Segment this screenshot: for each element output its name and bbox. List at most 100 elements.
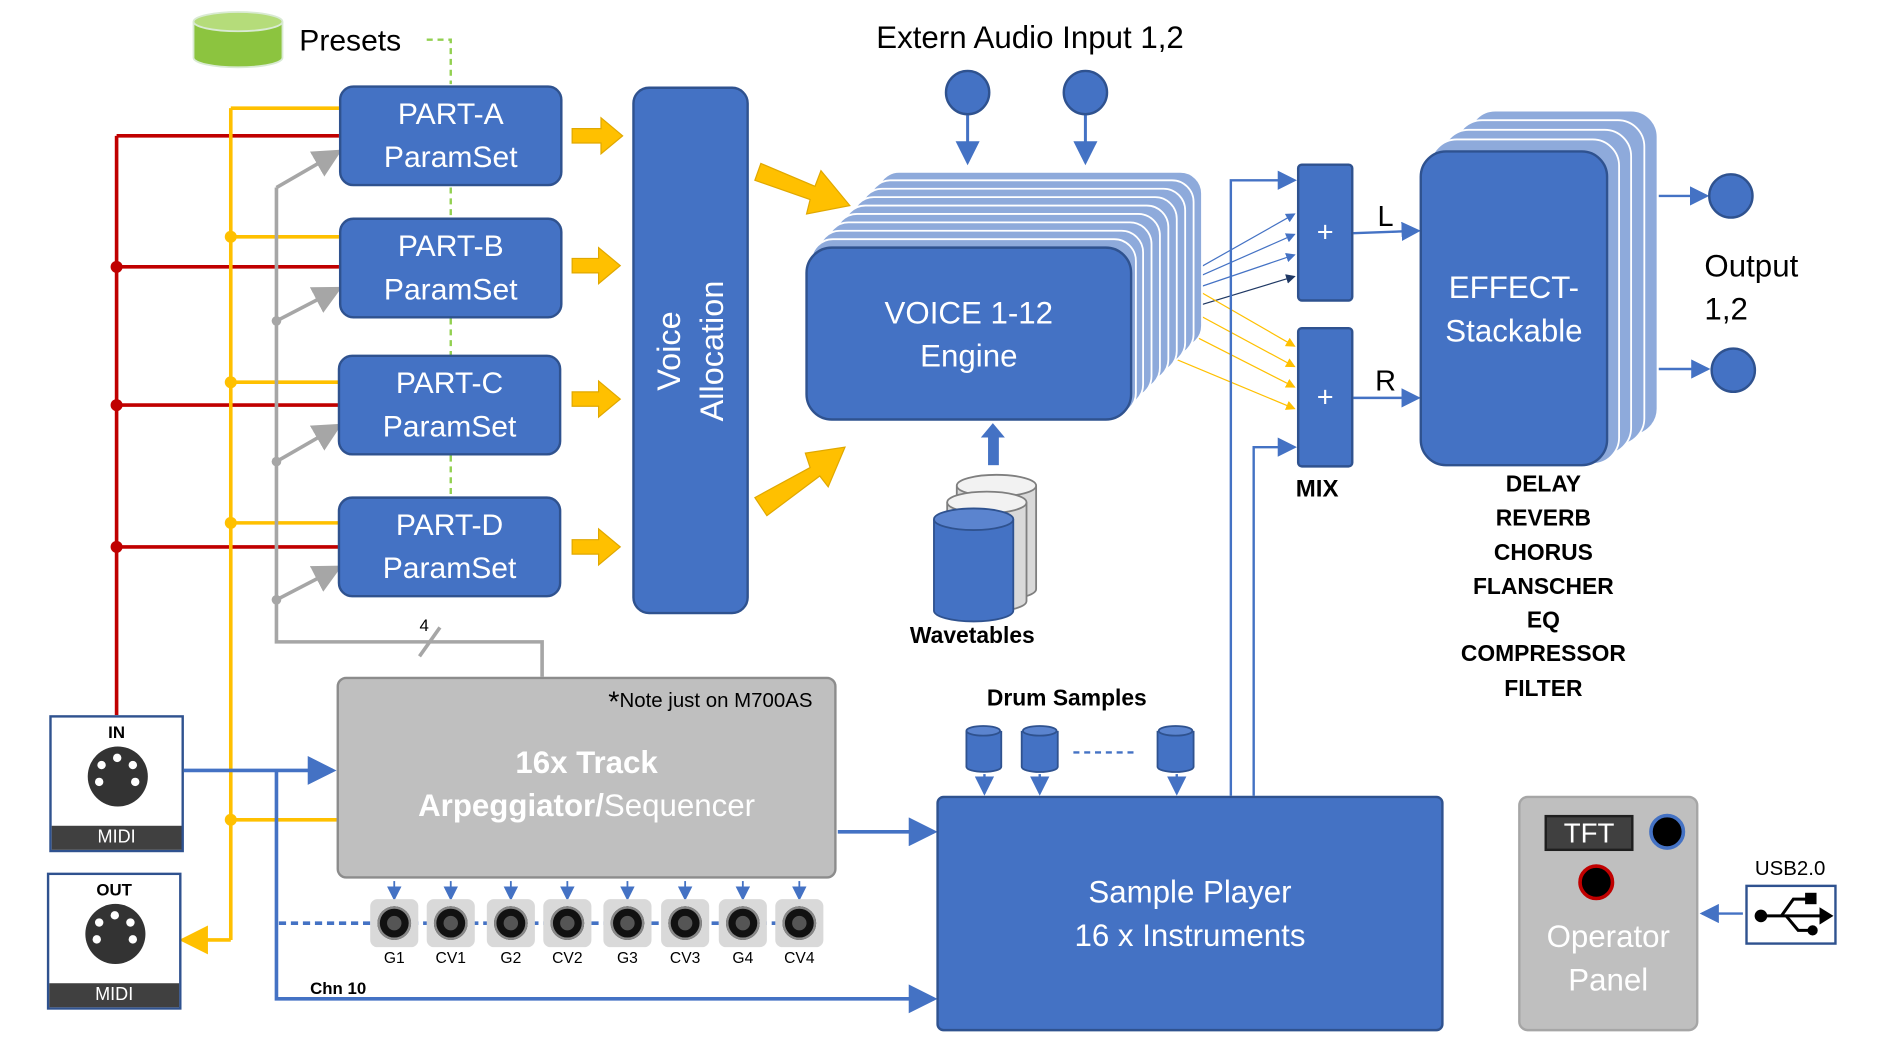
effects-list: DELAY REVERB CHORUS FLANSCHER EQ COMPRES… [1447,469,1639,707]
effect-flanscher: FLANSCHER [1472,574,1614,600]
jack-g1[interactable] [370,899,419,948]
output-2-port[interactable] [1710,347,1757,394]
chn10-label: Chn 10 [310,978,367,998]
part-b-paramset[interactable]: PART-B ParamSet [338,217,563,319]
jack-cv4[interactable] [775,899,824,948]
wavetables-label: Wavetables [909,623,1035,650]
left-channel-label: L [1377,200,1394,234]
jack-cv2[interactable] [543,899,592,948]
jack-cv1[interactable] [426,899,475,948]
arp-feedback-bus [274,149,544,677]
wavetable-arrow [980,423,1005,466]
output-label-line1: Output [1704,247,1799,284]
effect-chorus: CHORUS [1493,540,1593,566]
voice-engine-title: VOICE 1-12 [884,293,1054,330]
extern-input-label: Extern Audio Input 1,2 [876,19,1184,56]
bus-width-label: 4 [419,615,429,635]
mix-label: MIX [1295,475,1339,503]
din-connector-icon [87,746,148,807]
jack-g1-label: G1 [383,948,405,967]
jack-cv3-label: CV3 [669,948,701,967]
midi-in-port[interactable]: IN MIDI [49,715,184,853]
midi-to-sequencer-lines [183,756,938,1014]
midi-in-label: IN [108,722,126,742]
effect-eq: EQ [1526,608,1560,634]
usb-label: USB2.0 [1754,857,1826,880]
midi-out-bus [179,106,339,955]
extern-input-2-port[interactable] [1062,69,1109,116]
sample-player[interactable]: Sample Player 16 x Instruments [936,795,1444,1032]
drum-sample-icons [965,725,1195,773]
voice-allocation[interactable]: Voice Allocation [632,86,749,615]
output-label: Output 1,2 [1704,244,1798,331]
arpeggiator-title: 16x Track [515,744,658,781]
operator-panel-line1: Operator [1546,918,1670,955]
arpeggiator-sequencer[interactable]: *Note just on M700AS 16x Track Arpeggiat… [336,676,837,879]
part-c-subtitle: ParamSet [382,409,517,444]
voice-engine-subtitle: Engine [920,337,1018,374]
arpeggiator-note-star: * [608,686,620,719]
jack-g3-label: G3 [617,948,638,967]
effect-block[interactable]: EFFECT- Stackable [1419,150,1609,467]
mix-to-effect-lines [1353,186,1711,408]
part-c-paramset[interactable]: PART-C ParamSet [337,354,562,456]
part-a-paramset[interactable]: PART-A ParamSet [338,85,563,187]
drum-samples-label: Drum Samples [986,686,1147,712]
presets-icon [192,11,284,69]
blue-knob-icon[interactable] [1649,813,1686,850]
part-a-title: PART-A [397,97,504,132]
mix-left-plus: + [1316,215,1334,249]
extern-input-arrows [955,114,1098,166]
effect-filter: FILTER [1504,676,1583,702]
part-b-subtitle: ParamSet [383,272,518,307]
jack-g2[interactable] [486,899,535,948]
effect-compressor: COMPRESSOR [1460,642,1626,668]
part-to-allocation-arrows [571,116,851,567]
jack-arrows [387,881,807,901]
jack-g4[interactable] [718,899,767,948]
sample-player-title: Sample Player [1088,873,1292,910]
arpeggiator-subtitle-rest: Sequencer [603,787,756,824]
din-connector-icon [85,903,146,965]
jack-cv3[interactable] [661,899,710,948]
operator-panel-label: Operator Panel [1521,915,1696,1002]
part-d-subtitle: ParamSet [382,551,517,586]
jack-cv2-label: CV2 [552,948,583,967]
mix-right[interactable]: + [1296,326,1354,468]
preset-link-line [426,38,452,497]
wavetables-icon [933,473,1038,623]
midi-out-port[interactable]: OUT MIDI [46,872,182,1010]
midi-in-bus [114,134,339,716]
tft-display: TFT [1544,814,1634,852]
usb-port[interactable] [1745,884,1837,945]
arpeggiator-subtitle-bold: Arpeggiator/ [418,787,604,824]
midi-out-label: OUT [96,879,132,900]
voice-engine[interactable]: VOICE 1-12 Engine [805,246,1133,421]
operator-panel-line2: Panel [1568,961,1649,998]
effect-subtitle: Stackable [1445,311,1583,348]
effect-delay: DELAY [1505,472,1582,498]
red-knob-icon[interactable] [1578,864,1615,901]
effect-reverb: REVERB [1495,506,1591,532]
drum-sample-arrows [974,751,1187,796]
effect-title: EFFECT- [1448,268,1580,305]
midi-out-bar: MIDI [49,983,180,1008]
operator-panel[interactable]: TFT Operator Panel [1518,795,1699,1032]
midi-in-bar: MIDI [51,825,182,850]
arpeggiator-subtitle: Arpeggiator/Sequencer [418,784,755,827]
part-b-title: PART-B [397,229,504,264]
part-d-paramset[interactable]: PART-D ParamSet [337,496,562,598]
right-channel-label: R [1375,365,1396,398]
mix-left[interactable]: + [1296,163,1354,302]
voice-allocation-line1: Voice [650,310,687,391]
sample-player-subtitle: 16 x Instruments [1074,917,1306,954]
jack-g4-label: G4 [732,948,754,967]
arpeggiator-note-text: Note just on M700AS [619,688,813,712]
extern-input-1-port[interactable] [944,69,991,116]
jack-cv4-label: CV4 [784,948,815,967]
jack-cv1-label: CV1 [435,948,466,967]
output-1-port[interactable] [1708,173,1754,219]
jack-g3[interactable] [603,899,652,948]
sample-to-mix-lines [1229,170,1297,796]
